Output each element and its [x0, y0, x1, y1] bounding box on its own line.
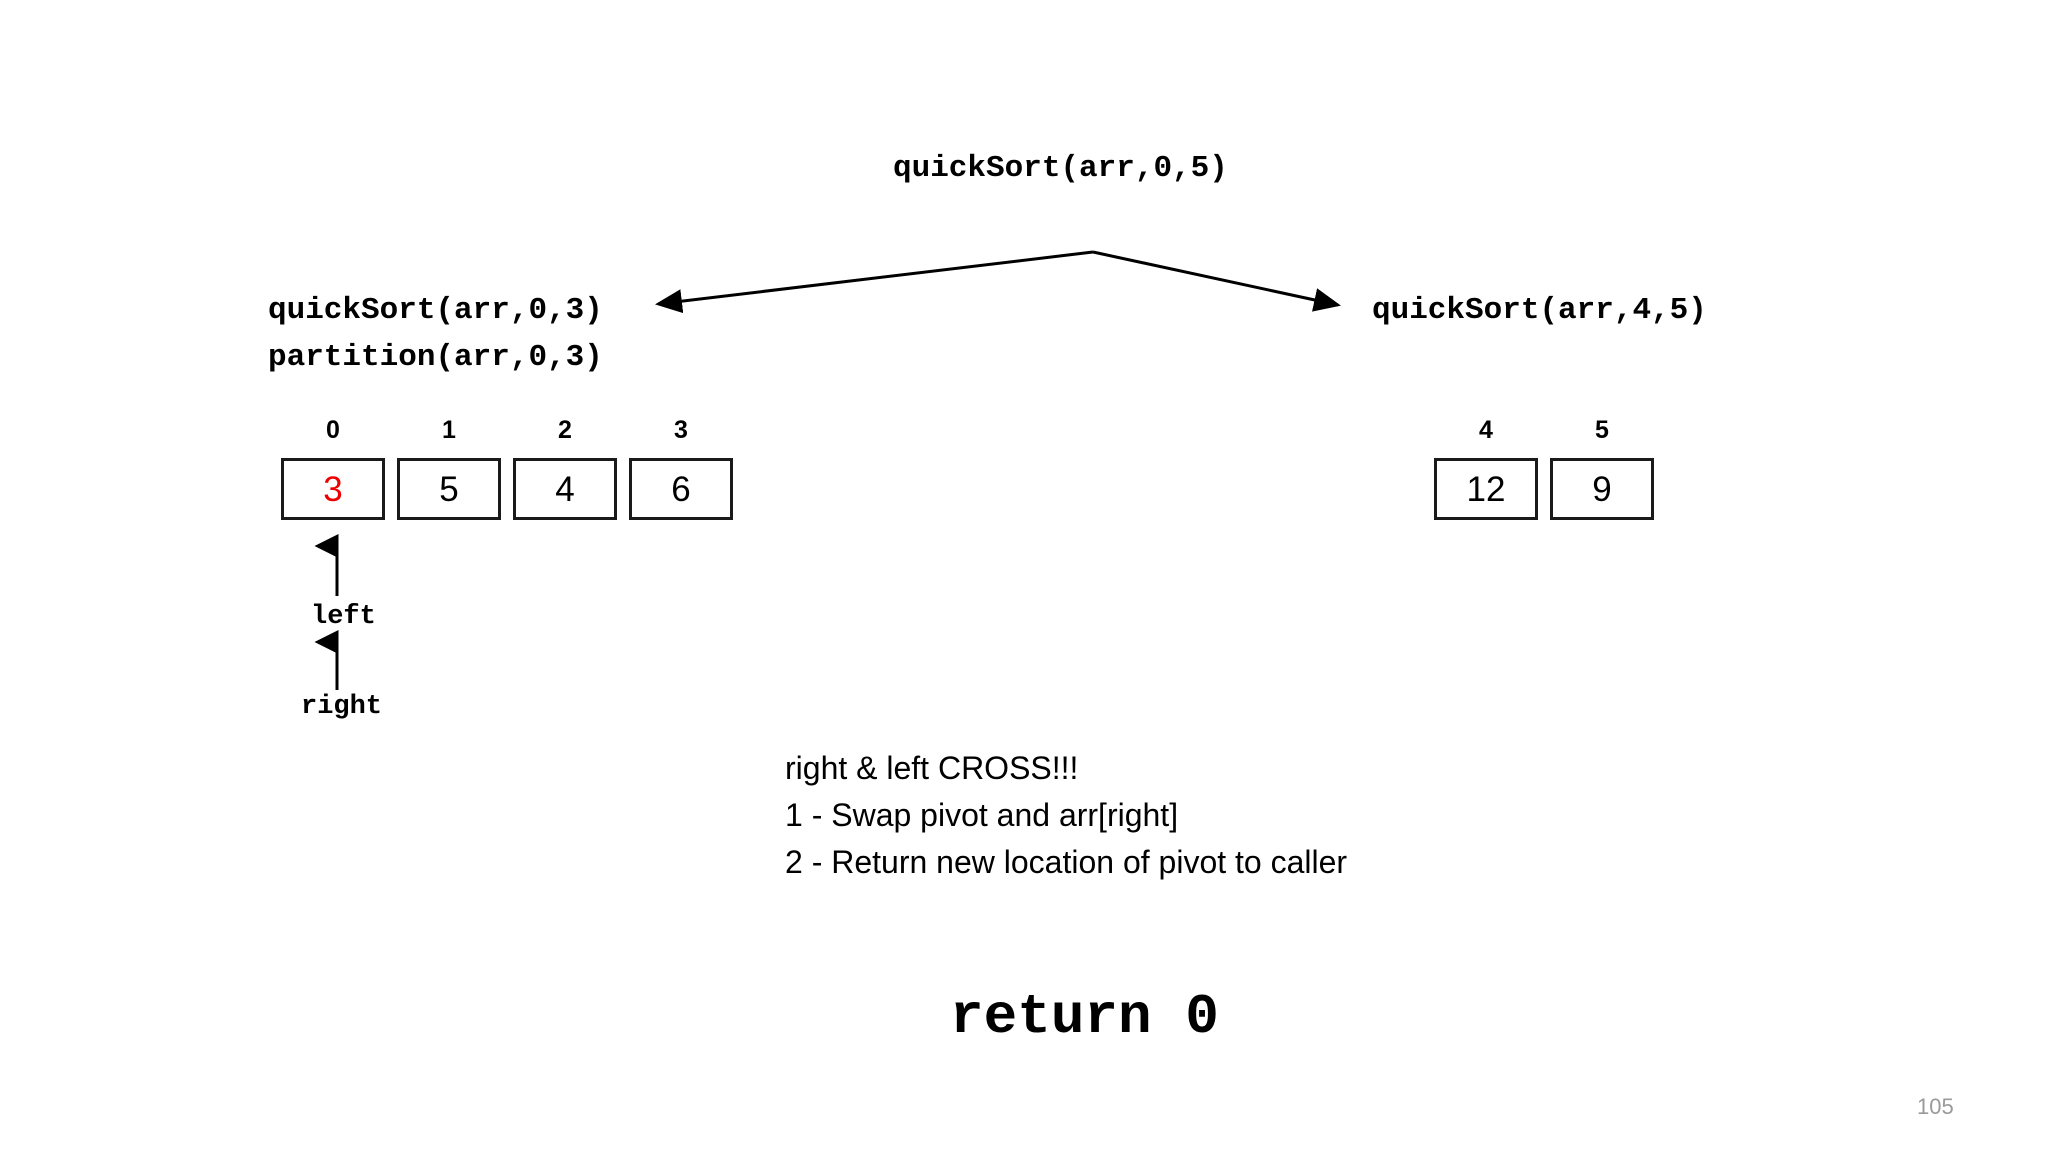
array-cell: 4 12 [1434, 418, 1538, 520]
cell-index-label: 0 [326, 416, 340, 444]
cell-value: 3 [323, 469, 343, 509]
explanation-note: right & left CROSS!!! 1 - Swap pivot and… [785, 745, 1347, 886]
cell-index-label: 5 [1595, 416, 1609, 444]
note-line-return: 2 - Return new location of pivot to call… [785, 844, 1348, 880]
array-cell: 3 6 [629, 418, 733, 520]
pointer-label-right: right [301, 692, 383, 722]
arrow-root-to-left [655, 250, 1094, 314]
note-line-swap: 1 - Swap pivot and arr[right] [785, 797, 1179, 833]
pointer-label-left: left [311, 602, 376, 632]
call-node-right: quickSort(arr,4,5) [1372, 293, 1707, 328]
pointer-annotations: left right [250, 530, 650, 740]
array-cell: 5 9 [1550, 418, 1654, 520]
arrow-root-to-right [1092, 250, 1341, 312]
cell-value: 4 [555, 469, 575, 509]
cell-box: 4 [513, 458, 617, 520]
slide-number: 105 [1917, 1094, 1954, 1119]
pointer-arrow-shapes [314, 534, 339, 690]
array-right: 4 12 5 9 [1434, 418, 1654, 520]
return-statement: return 0 [950, 985, 1219, 1049]
cell-box: 12 [1434, 458, 1538, 520]
cell-value: 5 [439, 469, 459, 509]
call-node-root: quickSort(arr,0,5) [893, 151, 1228, 186]
cell-value: 12 [1466, 469, 1506, 509]
cell-box: 9 [1550, 458, 1654, 520]
array-cell: 0 3 [281, 418, 385, 520]
cell-index-label: 3 [674, 416, 688, 444]
cell-index-label: 4 [1479, 416, 1493, 444]
call-node-left: quickSort(arr,0,3) [268, 293, 603, 328]
cell-index-label: 2 [558, 416, 572, 444]
cell-value: 9 [1592, 469, 1612, 509]
note-line-cross: right & left CROSS!!! [785, 750, 1079, 786]
array-cell: 1 5 [397, 418, 501, 520]
cell-box: 5 [397, 458, 501, 520]
call-node-left-partition: partition(arr,0,3) [268, 340, 603, 375]
cell-box: 6 [629, 458, 733, 520]
cell-box: 3 [281, 458, 385, 520]
array-left: 0 3 1 5 2 4 3 6 [281, 418, 733, 520]
array-cell: 2 4 [513, 418, 617, 520]
cell-value: 6 [671, 469, 691, 509]
cell-index-label: 1 [442, 416, 456, 444]
